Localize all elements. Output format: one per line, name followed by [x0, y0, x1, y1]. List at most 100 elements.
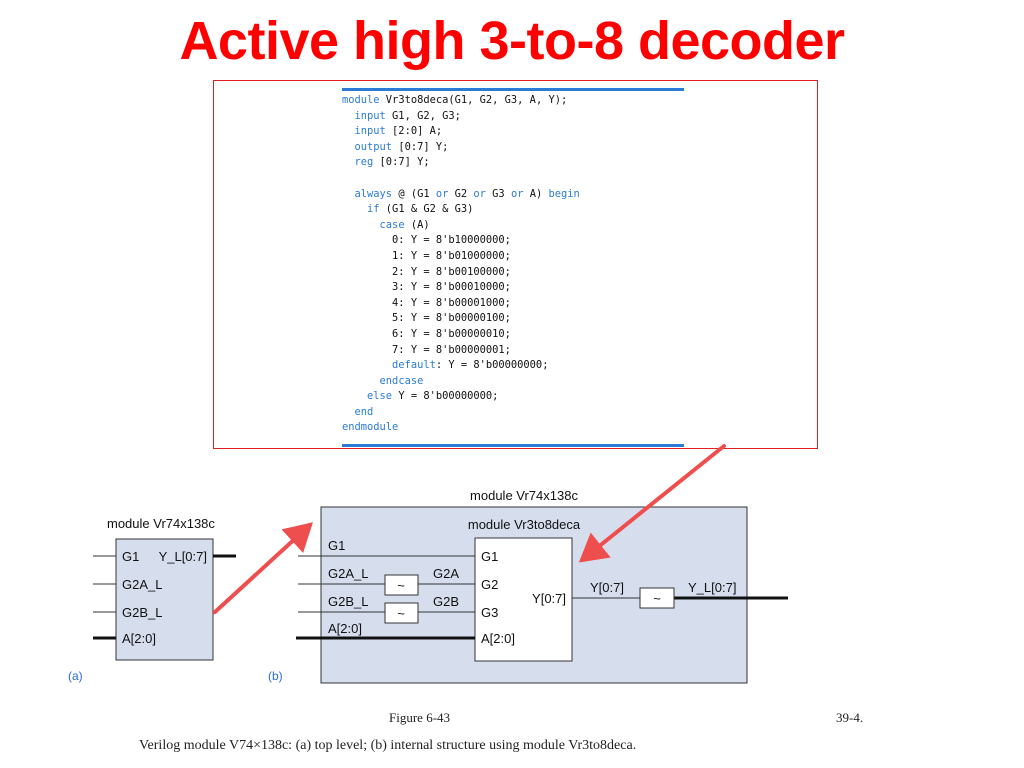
code-line: case (A): [342, 219, 430, 231]
code-text: 7: Y = 8'b00000001;: [342, 343, 511, 356]
code-line: 0: Y = 8'b10000000;: [342, 234, 511, 246]
code-text: : Y = 8'b00000000;: [435, 359, 549, 372]
callout-arrow-code-to-block: [578, 444, 726, 563]
code-keyword: or: [435, 187, 449, 200]
code-line: else Y = 8'b00000000;: [342, 390, 498, 402]
code-text: 2: Y = 8'b00100000;: [342, 265, 511, 278]
code-text: G2: [448, 187, 474, 200]
code-keyword: endcase: [379, 374, 424, 387]
module-a-block: [115, 538, 214, 661]
code-text: Y = 8'b00000000;: [392, 390, 499, 403]
code-keyword: begin: [548, 187, 580, 200]
code-keyword: module: [342, 94, 380, 106]
code-keyword: endmodule: [342, 421, 399, 434]
code-line: input G1, G2, G3;: [342, 110, 461, 122]
code-line: 7: Y = 8'b00000001;: [342, 344, 511, 356]
code-keyword: reg: [354, 156, 374, 169]
code-line: 6: Y = 8'b00000010;: [342, 328, 511, 340]
signal-g2b: G2B: [433, 594, 459, 609]
code-keyword: input: [354, 109, 386, 122]
code-top-rule: [342, 88, 684, 91]
inner-pin-a: A[2:0]: [481, 631, 515, 646]
code-text: 0: Y = 8'b10000000;: [342, 234, 511, 247]
slide-title: Active high 3-to-8 decoder: [179, 11, 845, 71]
code-line: input [2:0] A;: [342, 125, 443, 138]
code-text: 1: Y = 8'b01000000;: [342, 249, 511, 262]
module-b-inner-label: module Vr3to8deca: [468, 517, 581, 532]
code-text: G3: [485, 187, 511, 200]
code-keyword: if: [367, 203, 380, 216]
code-line: default: Y = 8'b00000000;: [342, 359, 548, 371]
signal-a: A[2:0]: [328, 621, 362, 636]
pin-a-g2b: G2B_L: [122, 605, 162, 620]
inverter-g2b-symbol: ~: [397, 606, 405, 621]
code-text: 3: Y = 8'b00010000;: [342, 281, 511, 294]
code-keyword: default: [392, 359, 436, 372]
wire-y-label: Y[0:7]: [590, 580, 624, 595]
code-line: endcase: [342, 374, 424, 387]
code-keyword: end: [354, 405, 374, 418]
verilog-code: module Vr3to8deca(G1, G2, G3, A, Y); inp…: [342, 93, 580, 436]
code-text: (G1 & G2 & G3): [379, 203, 474, 216]
signal-g2b-l: G2B_L: [328, 594, 368, 609]
code-line: output [0:7] Y;: [342, 140, 449, 153]
verilog-code-panel: module Vr3to8deca(G1, G2, G3, A, Y); inp…: [213, 80, 818, 449]
output-yl-label: Y_L[0:7]: [688, 580, 736, 595]
inverter-g2b: [384, 602, 419, 624]
code-keyword: or: [510, 187, 524, 200]
inner-decoder-block: [474, 537, 573, 662]
code-keyword: else: [367, 390, 393, 403]
figure-a-tag: (a): [68, 669, 83, 683]
code-text: [0:7] Y;: [373, 156, 430, 169]
code-line: 4: Y = 8'b00001000;: [342, 297, 511, 309]
code-line: 1: Y = 8'b01000000;: [342, 250, 511, 262]
inverter-g2a-symbol: ~: [397, 578, 405, 593]
code-keyword: always: [354, 187, 393, 200]
code-line: 2: Y = 8'b00100000;: [342, 266, 511, 278]
code-line: endmodule: [342, 421, 398, 433]
code-line: 3: Y = 8'b00010000;: [342, 281, 511, 293]
code-text: 4: Y = 8'b00001000;: [342, 296, 511, 309]
code-text: [0:7] Y;: [392, 140, 449, 153]
code-keyword: or: [473, 187, 486, 200]
code-line: reg [0:7] Y;: [342, 156, 430, 168]
code-bottom-rule: [342, 444, 684, 447]
code-line: 5: Y = 8'b00000100;: [342, 312, 511, 324]
code-text: G1, G2, G3;: [385, 109, 461, 122]
callout-arrow-a-to-b: [213, 522, 313, 614]
figure-caption: Verilog module V74×138c: (a) top level; …: [139, 738, 637, 753]
code-keyword: input: [354, 125, 386, 138]
code-line: end: [342, 405, 374, 418]
inverter-y-symbol: ~: [653, 591, 661, 606]
inverter-y: [639, 587, 675, 609]
figure-number: Figure 6-43: [389, 710, 451, 725]
signal-g2a-l: G2A_L: [328, 566, 368, 581]
inner-pin-g1: G1: [481, 549, 498, 564]
module-b-outer-label: module Vr74x138c: [470, 488, 578, 503]
inverter-g2a: [384, 574, 419, 596]
code-line: if (G1 & G2 & G3): [342, 203, 473, 215]
caption-fragment: 39-4.: [836, 710, 864, 725]
code-line: always @ (G1 or G2 or G3 or A) begin: [342, 188, 580, 200]
code-text: [2:0] A;: [385, 125, 443, 138]
inner-pin-g3: G3: [481, 605, 498, 620]
code-text: (A): [404, 218, 430, 231]
code-text: @ (G1: [392, 187, 436, 200]
pin-a-g2a: G2A_L: [122, 577, 162, 592]
inner-pin-y: Y[0:7]: [532, 591, 566, 606]
code-keyword: output: [354, 140, 393, 153]
code-keyword: case: [379, 218, 405, 231]
code-text: A): [523, 187, 549, 200]
pin-a-a: A[2:0]: [122, 631, 156, 646]
pin-a-yl: Y_L[0:7]: [159, 549, 207, 564]
figure-b-tag: (b): [268, 669, 283, 683]
module-a-label: module Vr74x138c: [107, 516, 215, 531]
code-text: 6: Y = 8'b00000010;: [342, 327, 511, 340]
signal-g2a: G2A: [433, 566, 459, 581]
pin-a-g1: G1: [122, 549, 139, 564]
code-text: Vr3to8deca(G1, G2, G3, A, Y);: [379, 94, 568, 106]
code-text: 5: Y = 8'b00000100;: [342, 312, 511, 325]
signal-g1: G1: [328, 538, 345, 553]
code-line: module Vr3to8deca(G1, G2, G3, A, Y);: [342, 94, 567, 106]
